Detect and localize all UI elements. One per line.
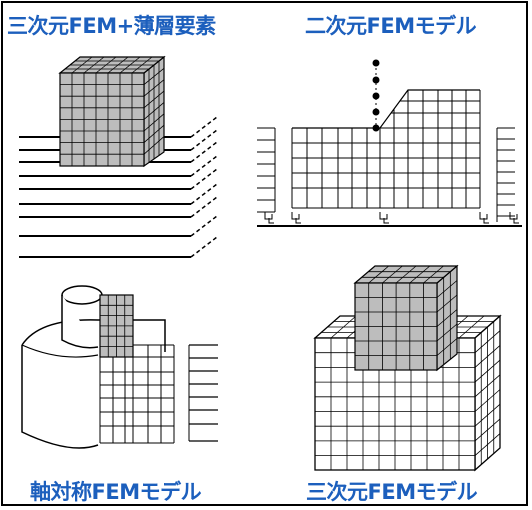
panel-label-axisymmetric-fem: 軸対称FEMモデル <box>30 480 202 504</box>
2d-fem-mesh <box>257 89 522 227</box>
structure-node-dots <box>372 59 380 132</box>
panel-label-2d-fem: 二次元FEMモデル <box>305 14 477 38</box>
3d-fem-model-diagram <box>313 264 502 472</box>
thin-layer-model-diagram <box>19 55 218 258</box>
fem-block-mesh <box>58 55 166 168</box>
axisymmetric-model-diagram <box>21 285 218 449</box>
panel-label-3d-fem: 三次元FEMモデル <box>306 480 478 504</box>
2d-fem-model-diagram <box>257 59 522 227</box>
panel-label-3d-fem-thin-layer: 三次元FEM+薄層要素 <box>7 14 216 38</box>
